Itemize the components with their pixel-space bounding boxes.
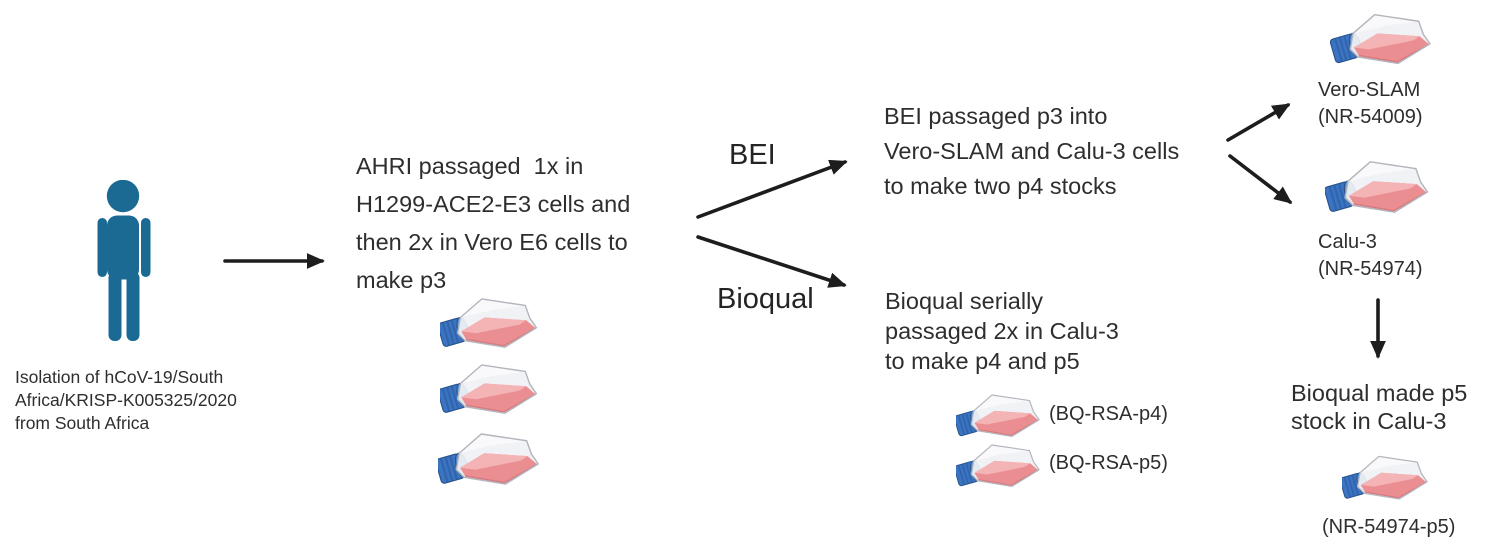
text-line: Vero-SLAM and Calu-3 cells — [884, 138, 1180, 164]
culture-flask-icon — [438, 433, 539, 485]
caption-line: Isolation of hCoV-19/South — [15, 367, 224, 387]
text-line: make p3 — [356, 267, 447, 293]
bioqual-branch-label: Bioqual — [717, 283, 814, 315]
stock-id: (NR-54009) — [1318, 106, 1423, 128]
text-line: AHRI passaged 1x in — [356, 153, 584, 179]
person-icon — [97, 180, 151, 341]
culture-flask-icon — [440, 364, 538, 414]
calu3-flask-icon — [1325, 161, 1429, 213]
bei-branch-label: BEI — [729, 139, 776, 171]
text-line: stock in Calu-3 — [1291, 408, 1447, 434]
p5-stock-description: Bioqual made p5 stock in Calu-3 — [1291, 379, 1467, 435]
bq-rsa-p4-flask-icon — [956, 394, 1040, 438]
caption-line: Africa/KRISP-K005325/2020 — [15, 390, 237, 410]
nr54974-p5-label: (NR-54974-p5) — [1322, 516, 1456, 538]
stock-id: (NR-54974) — [1318, 258, 1423, 280]
isolation-caption: Isolation of hCoV-19/South Africa/KRISP-… — [15, 366, 237, 435]
text-line: H1299-ACE2-E3 cells and — [356, 191, 631, 217]
text-line: Bioqual serially — [885, 288, 1044, 314]
text-line: then 2x in Vero E6 cells to — [356, 229, 628, 255]
bq-rsa-p4-label: (BQ-RSA-p4) — [1049, 403, 1168, 425]
bioqual-description: Bioqual serially passaged 2x in Calu-3 t… — [885, 286, 1119, 376]
ahri-description: AHRI passaged 1x in H1299-ACE2-E3 cells … — [356, 147, 630, 299]
arrow-to-calu3 — [1228, 154, 1293, 204]
bq-rsa-p5-flask-icon — [956, 444, 1040, 488]
caption-line: from South Africa — [15, 413, 150, 433]
text-line: to make two p4 stocks — [884, 173, 1117, 199]
text-line: to make p4 and p5 — [885, 348, 1080, 374]
calu3-label: Calu-3 (NR-54974) — [1318, 229, 1422, 283]
cell-line-name: Vero-SLAM — [1318, 79, 1421, 101]
vero-slam-flask-icon — [1328, 13, 1431, 65]
text-line: BEI passaged p3 into — [884, 103, 1108, 129]
text-line: Bioqual made p5 — [1291, 380, 1468, 406]
vero-slam-label: Vero-SLAM (NR-54009) — [1318, 77, 1422, 131]
bei-description: BEI passaged p3 into Vero-SLAM and Calu-… — [884, 99, 1179, 204]
bq-rsa-p5-label: (BQ-RSA-p5) — [1049, 452, 1168, 474]
nr54974-p5-flask-icon — [1342, 455, 1428, 500]
culture-flask-icon — [440, 298, 538, 348]
text-line: passaged 2x in Calu-3 — [885, 318, 1119, 344]
arrow-to-vero-slam — [1226, 103, 1291, 142]
arrow-to-bioqual — [696, 235, 847, 288]
cell-line-name: Calu-3 — [1318, 231, 1377, 253]
